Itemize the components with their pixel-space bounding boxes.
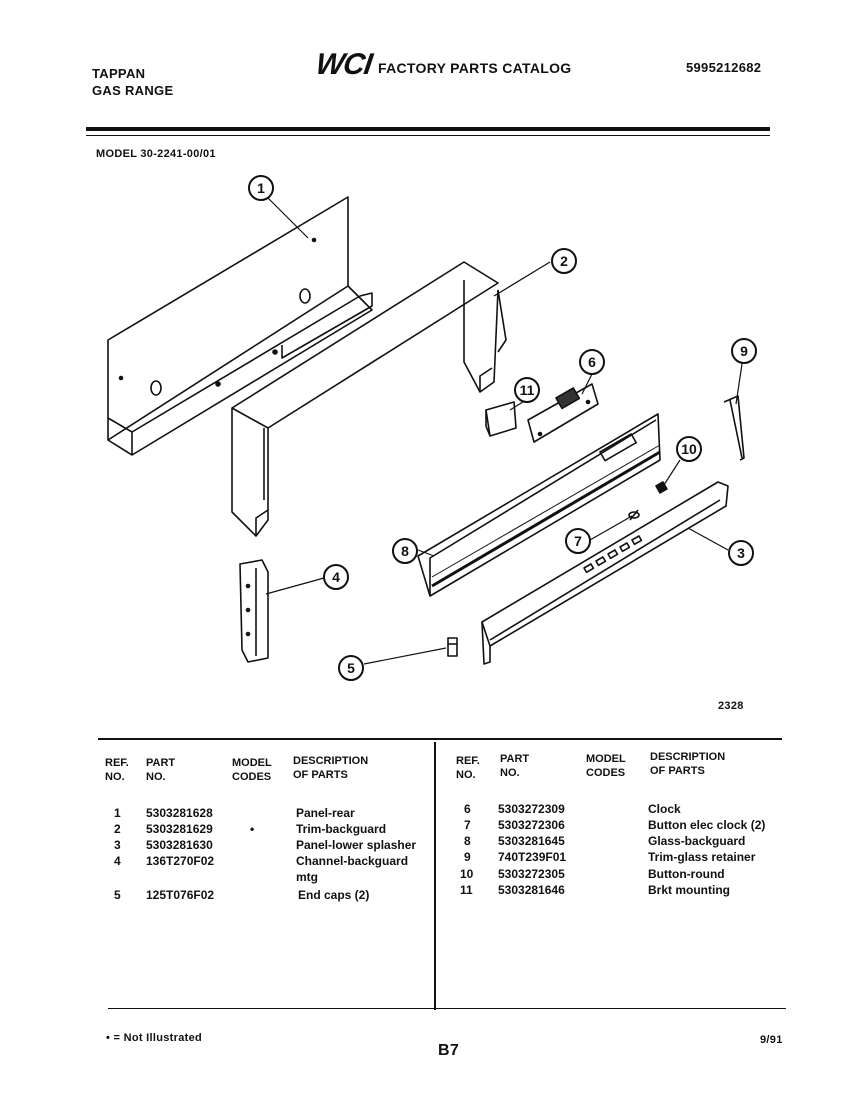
part-panel-rear	[108, 197, 372, 455]
callout-5: 5	[338, 655, 364, 681]
header-rule-thick	[86, 127, 770, 131]
left-col-ref-header: REF.NO.	[105, 757, 129, 783]
not-illustrated-note: • = Not Illustrated	[106, 1032, 203, 1044]
callout-10: 10	[676, 436, 702, 462]
part-button-clock	[628, 510, 640, 520]
right-col-ref-header: REF.NO.	[456, 755, 480, 781]
part-trim-backguard	[232, 262, 506, 536]
callout-4: 4	[323, 564, 349, 590]
model-number: MODEL 30-2241-00/01	[96, 148, 216, 160]
product-name: GAS RANGE	[92, 83, 174, 98]
callout-leader-lines	[266, 198, 742, 664]
callout-8: 8	[392, 538, 418, 564]
part-trim-glass-retainer	[724, 396, 744, 460]
part-glass-backguard	[418, 414, 660, 596]
brand-name: TAPPAN	[92, 66, 146, 81]
page-number: B7	[438, 1042, 460, 1059]
callout-1: 1	[248, 175, 274, 201]
callout-2: 2	[551, 248, 577, 274]
catalog-date: 9/91	[760, 1034, 783, 1046]
exploded-parts-diagram	[0, 0, 864, 740]
callout-6: 6	[579, 349, 605, 375]
part-end-cap	[448, 638, 457, 656]
table-bottom-rule	[108, 1008, 786, 1009]
part-channel-backguard	[240, 560, 268, 662]
part-panel-lower-splasher	[482, 482, 728, 664]
callout-7: 7	[565, 528, 591, 554]
callout-11: 11	[514, 377, 540, 403]
callout-3: 3	[728, 540, 754, 566]
table-top-rule	[98, 738, 782, 740]
catalog-title: FACTORY PARTS CATALOG	[378, 60, 572, 76]
table-center-divider	[434, 742, 436, 1010]
header-rule-thin	[86, 135, 770, 136]
part-clock	[528, 384, 598, 442]
part-bracket-mounting	[486, 402, 516, 436]
figure-number: 2328	[718, 700, 744, 712]
catalog-number: 5995212682	[686, 60, 762, 75]
callout-9: 9	[731, 338, 757, 364]
